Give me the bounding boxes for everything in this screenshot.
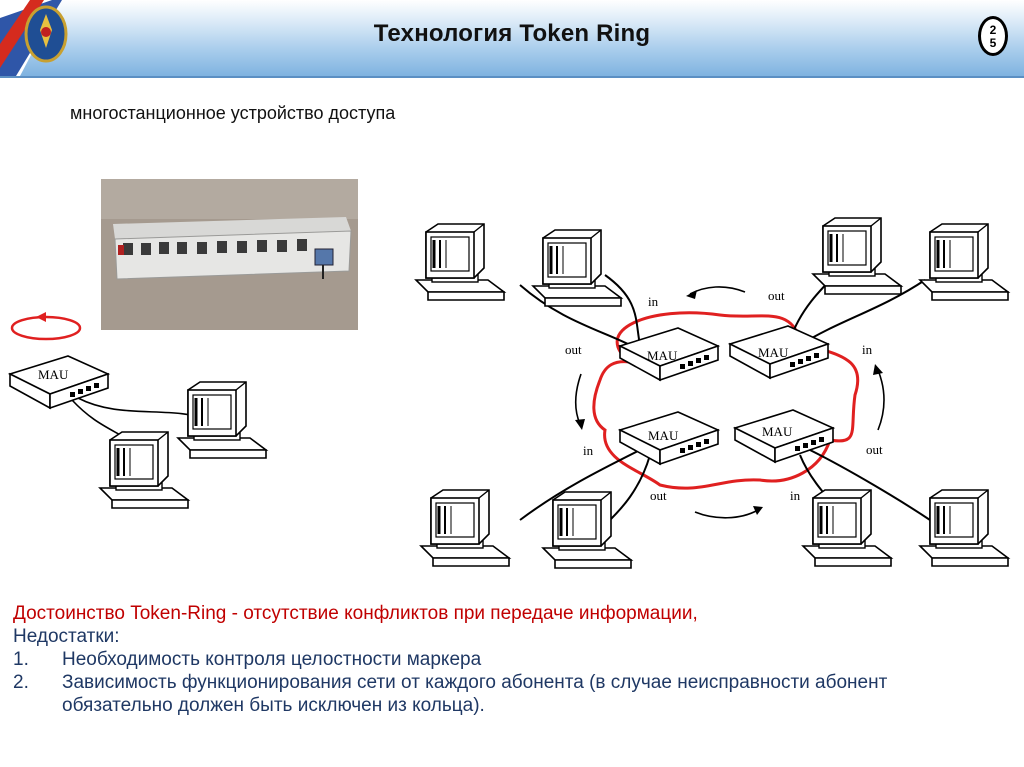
page-title: Технология Token Ring — [373, 20, 651, 47]
mau-label-top-left: MAU — [647, 348, 678, 363]
label-in-right: in — [862, 342, 873, 357]
label-out-bottom: out — [650, 488, 667, 503]
list-item-text: Зависимость функционирования сети от каж… — [62, 672, 888, 716]
list-item-text: Необходимость контроля целостности марке… — [62, 649, 482, 670]
drawbacks-heading: Недостатки: — [13, 626, 120, 647]
slide-header: Технология Token Ring 2 5 — [0, 0, 1024, 78]
page-number-digit-2: 5 — [989, 36, 997, 50]
mau-label-top-right: MAU — [758, 345, 789, 360]
mau-label-bottom-right: MAU — [762, 424, 793, 439]
mau-label-left: MAU — [38, 367, 69, 382]
label-out-top: out — [768, 288, 785, 303]
page-number-badge: 2 5 — [978, 16, 1008, 56]
left-mau-diagram: MAU — [9, 312, 268, 510]
list-item: 1. Необходимость контроля целостности ма… — [13, 648, 1003, 671]
list-item-number: 1. — [13, 649, 29, 670]
label-out-left: out — [565, 342, 582, 357]
label-in-bottom: in — [790, 488, 801, 503]
list-item-number: 2. — [13, 672, 29, 693]
label-out-right: out — [866, 442, 883, 457]
mau-device-photo — [101, 179, 358, 330]
emblem-logo — [0, 0, 68, 76]
label-in-left: in — [583, 443, 594, 458]
ring-network-diagram: MAU MAU MAU MAU in out out in in out out… — [414, 216, 1010, 570]
label-in-top: in — [648, 294, 659, 309]
advantage-line: Достоинство Token-Ring - отсутствие конф… — [13, 603, 698, 624]
description-text: Достоинство Token-Ring - отсутствие конф… — [13, 602, 1003, 717]
page-number-digit-1: 2 — [989, 23, 997, 37]
subtitle: многостанционное устройство доступа — [70, 103, 396, 123]
list-item: 2. Зависимость функционирования сети от … — [13, 671, 1003, 717]
mau-label-bottom-left: MAU — [648, 428, 679, 443]
